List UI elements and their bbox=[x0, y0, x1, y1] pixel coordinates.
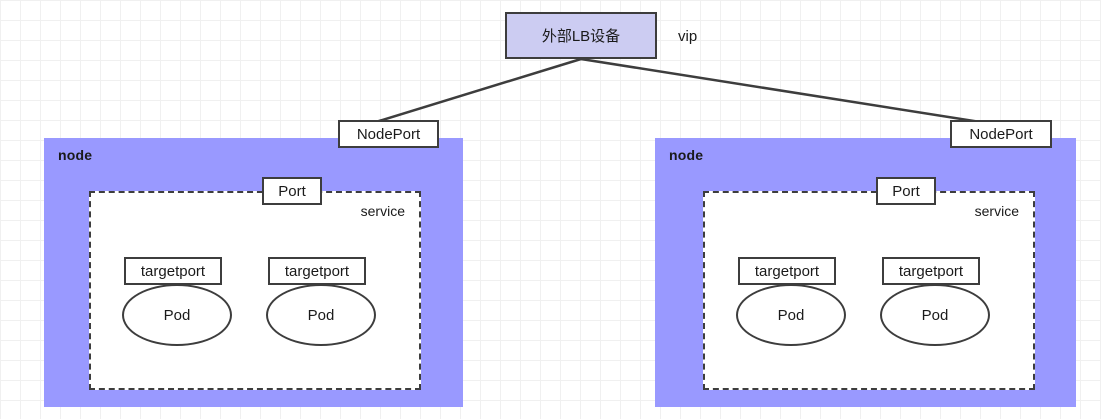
pod-left-2: Pod bbox=[266, 284, 376, 346]
port-left-label: Port bbox=[278, 182, 306, 200]
targetport-left-1-label: targetport bbox=[140, 262, 206, 280]
nodeport-left[interactable]: NodePort bbox=[338, 120, 439, 148]
pod-right-1: Pod bbox=[736, 284, 846, 346]
port-left[interactable]: Port bbox=[262, 177, 322, 205]
pod-left-1-label: Pod bbox=[163, 306, 191, 324]
node-group-right-label: node bbox=[669, 147, 704, 163]
port-right-label: Port bbox=[892, 182, 920, 200]
targetport-left-2-label: targetport bbox=[284, 262, 350, 280]
node-group-left-label: node bbox=[58, 147, 93, 163]
targetport-left-1[interactable]: targetport bbox=[124, 257, 222, 285]
targetport-right-1[interactable]: targetport bbox=[738, 257, 836, 285]
targetport-right-1-label: targetport bbox=[754, 262, 820, 280]
pod-right-2-label: Pod bbox=[921, 306, 949, 324]
nodeport-right[interactable]: NodePort bbox=[950, 120, 1052, 148]
vip-label: vip bbox=[678, 28, 698, 45]
service-box-left: service bbox=[89, 191, 421, 390]
targetport-right-2[interactable]: targetport bbox=[882, 257, 980, 285]
pod-right-2: Pod bbox=[880, 284, 990, 346]
pod-left-2-label: Pod bbox=[307, 306, 335, 324]
targetport-left-2[interactable]: targetport bbox=[268, 257, 366, 285]
external-lb-box[interactable]: 外部LB设备 bbox=[505, 12, 657, 59]
nodeport-left-label: NodePort bbox=[356, 125, 421, 143]
pod-right-1-label: Pod bbox=[777, 306, 805, 324]
nodeport-right-label: NodePort bbox=[969, 125, 1033, 143]
service-box-right-label: service bbox=[974, 203, 1019, 219]
service-box-right: service bbox=[703, 191, 1035, 390]
pod-left-1: Pod bbox=[122, 284, 232, 346]
port-right[interactable]: Port bbox=[876, 177, 936, 205]
external-lb-label: 外部LB设备 bbox=[541, 28, 621, 45]
targetport-right-2-label: targetport bbox=[898, 262, 964, 280]
service-box-left-label: service bbox=[360, 203, 405, 219]
